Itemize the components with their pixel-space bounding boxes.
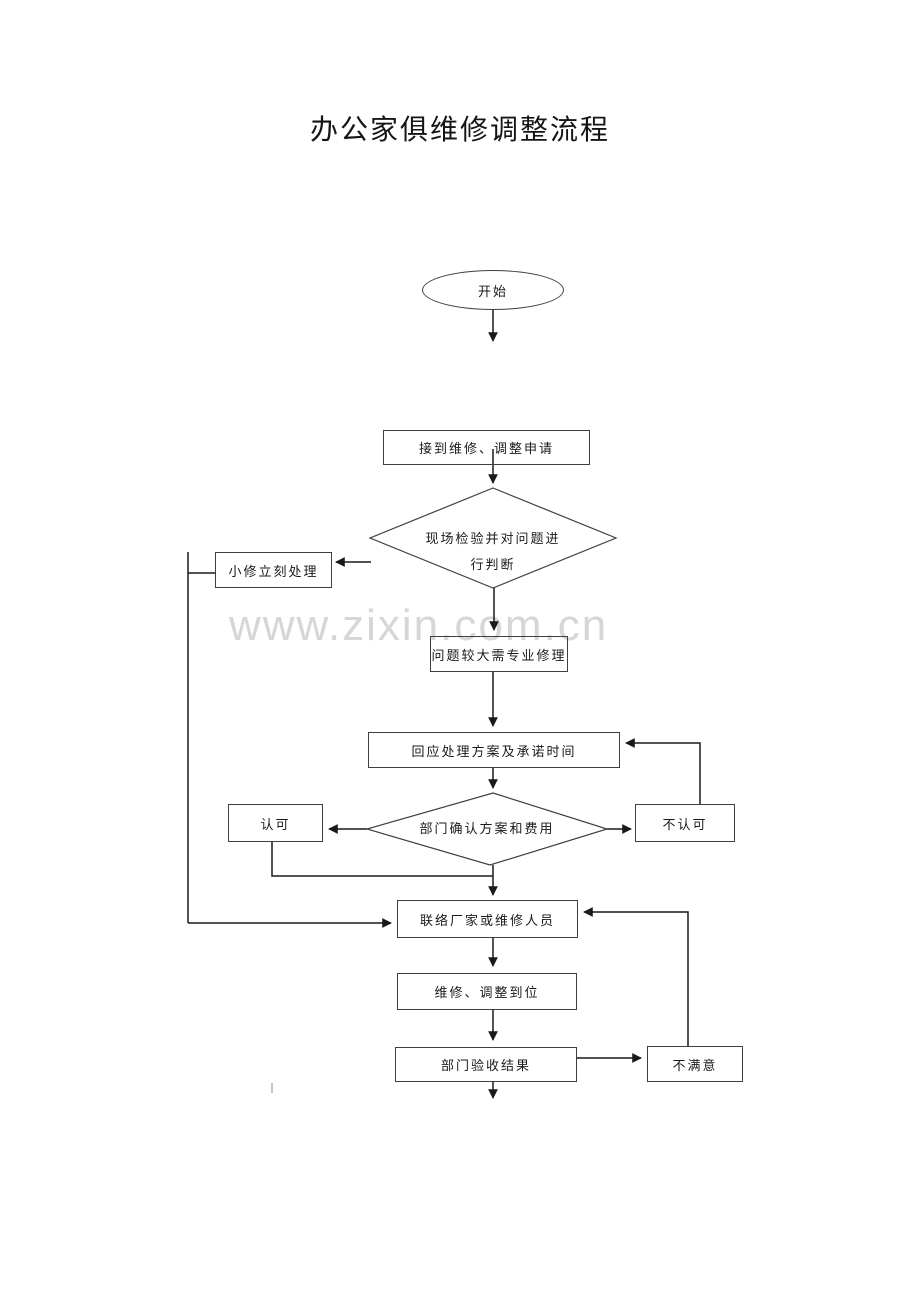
page-title: 办公家俱维修调整流程 (309, 115, 610, 146)
node-acceptance-label: 部门验收结果 (440, 1058, 531, 1073)
node-start-label: 开始 (477, 283, 508, 299)
connector-approve-join (271, 842, 493, 877)
node-inspect-label-line1: 现场检验并对问题进 (425, 531, 561, 546)
node-professional-label: 问题较大需专业修理 (431, 647, 567, 663)
node-professional: 问题较大需专业修理 (430, 636, 568, 672)
node-unsatisfied-label: 不满意 (672, 1057, 718, 1073)
node-acceptance: 部门验收结果 (395, 1047, 577, 1082)
diamond-confirm-outline (364, 792, 610, 866)
node-start: 开始 (422, 270, 564, 310)
node-receive-label: 接到维修、调整申请 (418, 441, 554, 456)
connector-unsatisfied-contact-loop (583, 907, 689, 1046)
node-contact: 联络厂家或维修人员 (397, 900, 578, 938)
node-receive: 接到维修、调整申请 (383, 430, 590, 465)
node-repair-done-label: 维修、调整到位 (434, 985, 540, 1000)
node-approve: 认可 (228, 804, 323, 842)
node-repair-done: 维修、调整到位 (397, 973, 577, 1010)
node-minor-repair-label: 小修立刻处理 (228, 563, 319, 579)
node-respond-label: 回应处理方案及承诺时间 (411, 743, 577, 759)
node-approve-label: 认可 (260, 816, 291, 832)
node-minor-repair: 小修立刻处理 (215, 552, 332, 588)
node-disapprove: 不认可 (635, 804, 735, 842)
node-unsatisfied: 不满意 (647, 1046, 743, 1082)
node-inspect-label-line2: 行判断 (470, 557, 516, 572)
connector-disapprove-respond-loop (625, 738, 701, 804)
node-inspect-label: 现场检验并对问题进 行判断 (393, 526, 593, 578)
node-confirm-label-line: 部门确认方案和费用 (419, 821, 555, 836)
watermark-text: www.zixin.com.cn (229, 601, 609, 650)
node-contact-label: 联络厂家或维修人员 (419, 912, 555, 928)
node-confirm-label: 部门确认方案和费用 (377, 816, 597, 842)
node-disapprove-label: 不认可 (662, 816, 708, 832)
diamond-inspect-outline (368, 487, 618, 589)
node-respond: 回应处理方案及承诺时间 (368, 732, 620, 768)
